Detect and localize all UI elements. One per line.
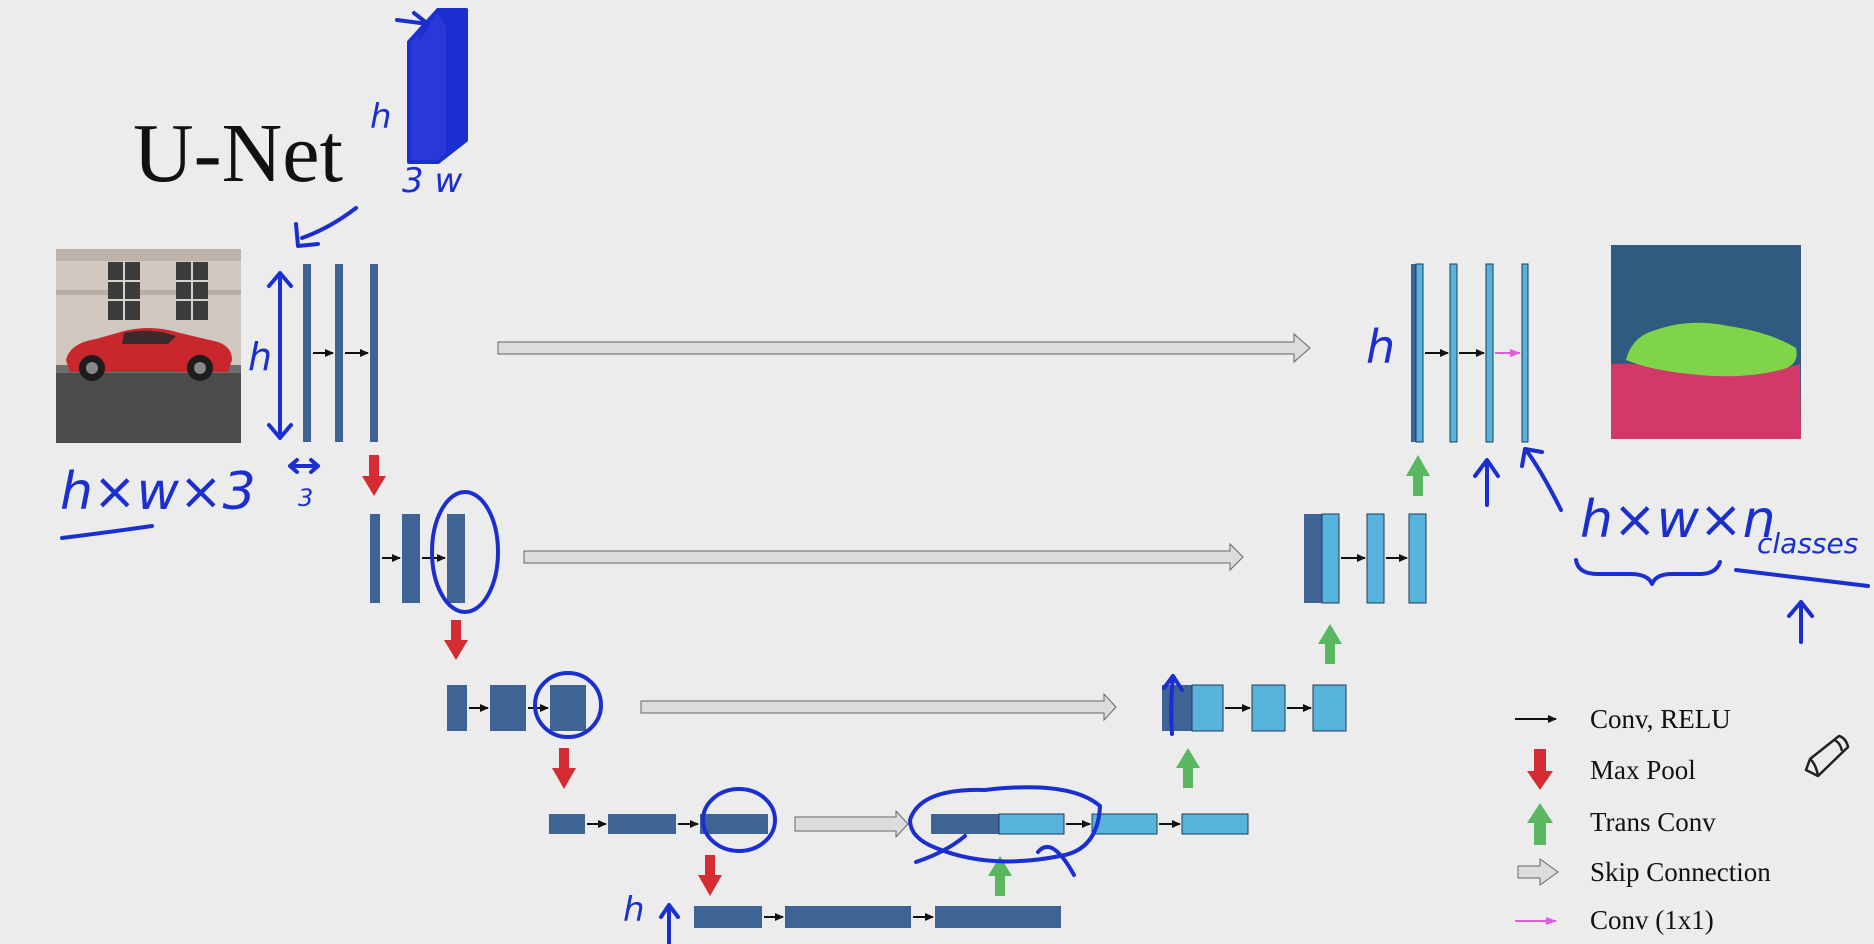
output-dims-underline xyxy=(1734,568,1870,588)
encoder-level-2 xyxy=(370,514,465,603)
input-height-brace xyxy=(267,271,293,440)
max-pool-arrow xyxy=(362,455,386,496)
trans-conv-arrow xyxy=(1176,748,1200,788)
legend-conv-relu-label: Conv, RELU xyxy=(1590,704,1731,734)
legend-skip-connection-label: Skip Connection xyxy=(1590,857,1771,887)
input-dims-underline xyxy=(60,524,154,540)
decoder-level-4 xyxy=(931,813,1249,835)
output-segmentation-map xyxy=(1611,245,1801,439)
input-dims-label: h×w×3 xyxy=(60,462,256,522)
encoder-level-3 xyxy=(447,685,586,731)
encoder-level-1 xyxy=(303,264,378,442)
max-pool-arrow xyxy=(552,748,576,789)
skip-connection-arrow xyxy=(640,692,1117,722)
ink-circle xyxy=(533,671,603,739)
diagram-title: U-Net xyxy=(133,107,343,200)
bottleneck-height-arrow xyxy=(659,903,680,944)
max-pool-arrow xyxy=(698,855,722,896)
decoder-level-1 xyxy=(1411,263,1529,443)
trans-conv-arrow xyxy=(988,856,1012,896)
ink-arrow-up xyxy=(1473,458,1500,507)
feature-map xyxy=(370,264,378,442)
ink-circle xyxy=(430,490,500,614)
trans-conv-arrow xyxy=(1318,624,1342,664)
legend-trans-conv-glyph xyxy=(1527,803,1553,845)
cube-height-label: h xyxy=(370,97,392,137)
decoder-level-2 xyxy=(1304,513,1427,604)
output-dims-brace xyxy=(1574,558,1722,586)
ink-circle xyxy=(701,787,777,853)
trans-conv-arrow xyxy=(1406,455,1430,496)
legend xyxy=(1515,715,1559,925)
input-channel-brace xyxy=(288,458,320,474)
legend-max-pool-label: Max Pool xyxy=(1590,755,1696,785)
legend-skip-glyph xyxy=(1517,858,1559,886)
ink-stroke xyxy=(1162,674,1184,736)
bottleneck-height-label: h xyxy=(623,890,645,930)
ink-loop xyxy=(908,785,1102,864)
cube-dims-label: 3 w xyxy=(402,161,463,201)
output-height-label: h xyxy=(1366,320,1396,374)
ink-stroke xyxy=(914,834,1076,877)
skip-connection-arrow xyxy=(497,332,1311,364)
output-dims-label: h×w×n xyxy=(1580,490,1776,550)
ink-arrow-to-input xyxy=(294,206,358,248)
max-pool-arrow xyxy=(444,620,468,660)
ink-arrow-up xyxy=(1787,600,1814,644)
feature-map xyxy=(335,264,343,442)
feature-map xyxy=(303,264,311,442)
legend-conv-1x1-label: Conv (1x1) xyxy=(1590,905,1714,935)
input-channels-label: 3 xyxy=(298,484,314,512)
input-height-label: h xyxy=(248,335,273,379)
encoder-level-4 xyxy=(549,814,768,834)
handwritten-annotations xyxy=(60,8,1870,944)
input-image xyxy=(56,249,241,443)
input-volume-sketch xyxy=(395,8,468,164)
output-classes-label: classes xyxy=(1757,527,1859,560)
max-pool-arrows xyxy=(362,455,722,896)
legend-max-pool-glyph xyxy=(1527,749,1553,790)
legend-trans-conv-label: Trans Conv xyxy=(1590,807,1716,837)
skip-connection-arrow xyxy=(523,542,1244,572)
skip-connection-arrow xyxy=(794,809,909,839)
decoder-level-3 xyxy=(1162,684,1347,732)
trans-conv-arrows xyxy=(988,455,1430,896)
ink-arrow-up xyxy=(1520,447,1563,512)
pencil-icon[interactable] xyxy=(1804,734,1850,778)
bottleneck xyxy=(694,906,1061,928)
skip-connections xyxy=(497,332,1311,839)
